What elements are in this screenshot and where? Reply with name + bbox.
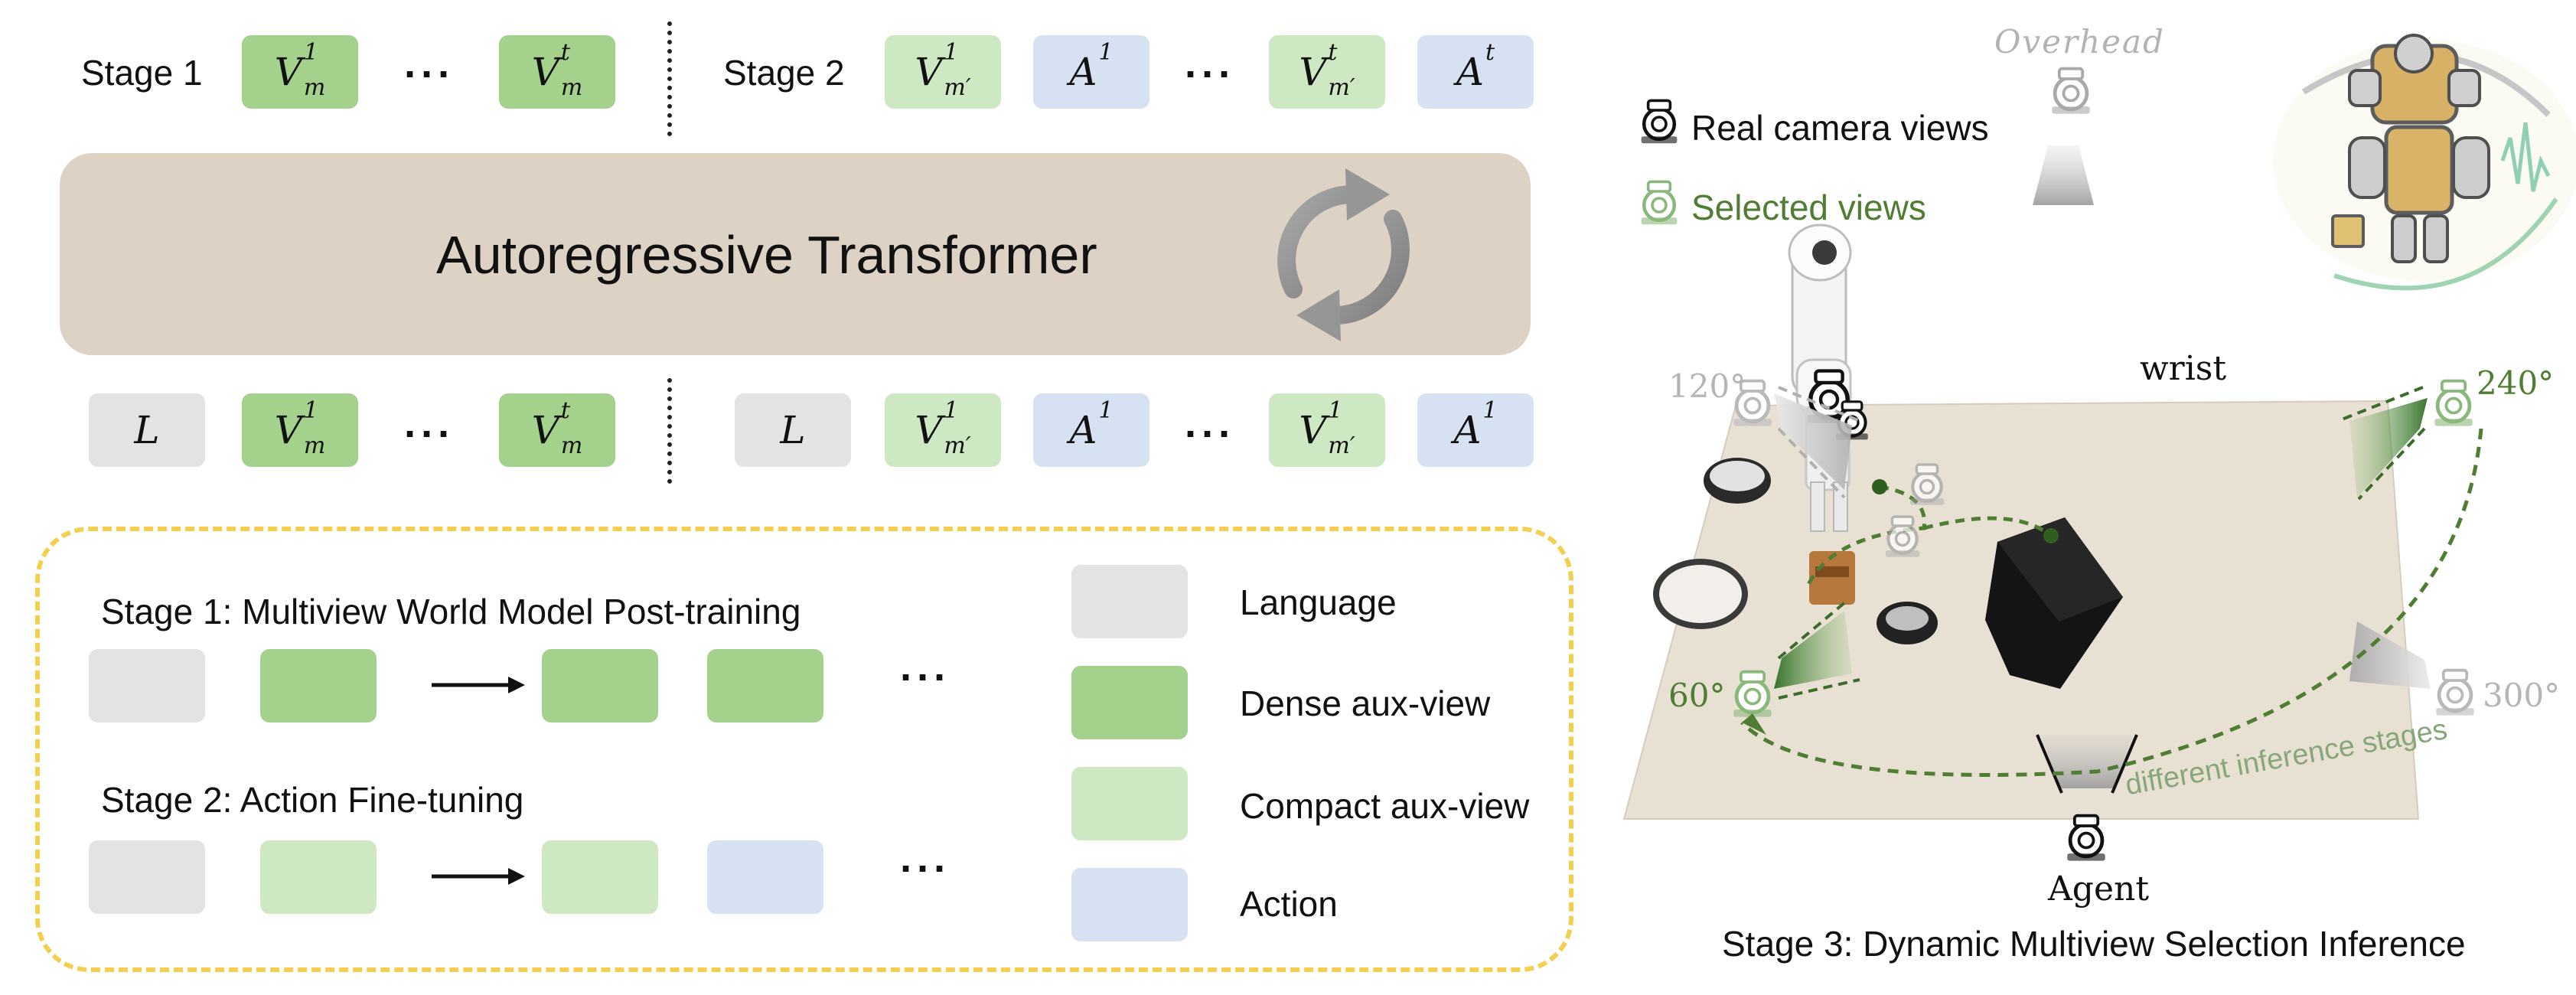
key-action-label: Action [1240, 884, 1338, 924]
legend-stage1-title: Stage 1: Multiview World Model Post-trai… [101, 592, 801, 631]
legend-s1-dense-block-3 [707, 649, 823, 723]
key-language-swatch [1071, 565, 1188, 638]
key-dense-swatch [1071, 666, 1188, 739]
wrist-label: wrist [2140, 349, 2227, 388]
key-dense-label: Dense aux-view [1240, 683, 1491, 723]
arrow-right-icon [432, 677, 525, 693]
overhead-camera-icon [2052, 69, 2089, 114]
small-box-object [1809, 551, 1855, 605]
legend-s2-action-block [707, 840, 823, 914]
stage2-label: Stage 2 [723, 53, 845, 93]
transformer-label: Autoregressive Transformer [436, 225, 1097, 285]
legend-s1-dense-block-2 [542, 649, 658, 723]
legend-s1-dots: ··· [900, 654, 951, 700]
bottom-stage-separator [667, 378, 672, 484]
stage1-label: Stage 1 [81, 53, 203, 93]
angle-240-label: 240° [2477, 364, 2555, 402]
bottom-dots-stage1: ··· [404, 411, 455, 457]
key-action-swatch [1071, 868, 1188, 941]
camera-240-icon [2434, 381, 2472, 426]
top-dots-stage2: ··· [1185, 51, 1235, 97]
legend-s1-language-block [89, 649, 205, 723]
cycle-arrows-icon [1277, 168, 1410, 341]
camera-300-icon [2436, 670, 2473, 716]
agent-fov [2040, 735, 2134, 788]
legend-s2-compact-block [260, 840, 377, 914]
key-language-label: Language [1240, 582, 1397, 622]
selected-views-label: Selected views [1691, 188, 1926, 227]
arrow-right-icon [432, 868, 525, 885]
top-dots-stage1: ··· [404, 51, 455, 97]
legend-s2-language-block [89, 840, 205, 914]
multiview-scene [1622, 34, 2576, 995]
angle-60-label: 60° [1668, 677, 1726, 714]
real-camera-legend-icon [1642, 100, 1678, 143]
overhead-fov [2033, 145, 2094, 205]
angle-300-label: 300° [2483, 677, 2561, 714]
legend-s2-dots: ··· [900, 846, 951, 892]
robot-mascot-image [2273, 34, 2576, 291]
selected-camera-legend-icon [1642, 181, 1678, 224]
bottom-dots-stage2: ··· [1185, 411, 1235, 457]
token-bottom-s2-0: L [735, 393, 851, 467]
overhead-label: Overhead [1994, 23, 2165, 60]
key-compact-swatch [1071, 767, 1188, 840]
agent-camera-icon [2067, 816, 2105, 861]
legend-s1-dense-block [260, 649, 377, 723]
real-views-label: Real camera views [1691, 108, 1989, 148]
legend-s2-compact-block-2 [542, 840, 658, 914]
angle-120-label: 120° [1668, 367, 1746, 405]
inference-curve [1740, 428, 2483, 777]
legend-stage2-title: Stage 2: Action Fine-tuning [101, 780, 524, 820]
top-stage-separator [667, 21, 672, 136]
stage3-caption: Stage 3: Dynamic Multiview Selection Inf… [1722, 924, 2466, 964]
legend-box [35, 527, 1573, 972]
token-bottom-s1-0: L [89, 393, 205, 467]
trajectory-point [2043, 528, 2059, 543]
agent-label: Agent [2048, 869, 2149, 909]
key-compact-label: Compact aux-view [1240, 786, 1530, 826]
trajectory-point [1872, 479, 1887, 494]
